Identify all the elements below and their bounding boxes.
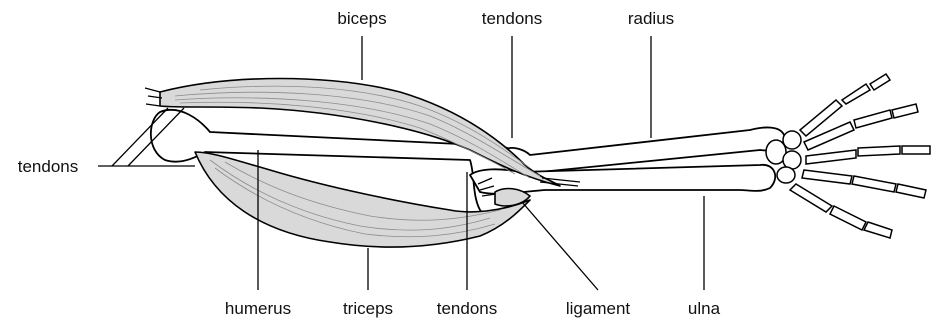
hand-bones bbox=[766, 74, 930, 238]
label-ulna: ulna bbox=[688, 299, 721, 318]
label-tendons-bottom: tendons bbox=[437, 299, 498, 318]
label-biceps: biceps bbox=[337, 9, 386, 28]
label-ligament: ligament bbox=[566, 299, 631, 318]
label-triceps: triceps bbox=[343, 299, 393, 318]
label-tendons-left: tendons bbox=[18, 157, 79, 176]
label-tendons-top: tendons bbox=[482, 9, 543, 28]
label-humerus: humerus bbox=[225, 299, 291, 318]
leader-ligament bbox=[522, 202, 598, 290]
label-radius: radius bbox=[628, 9, 674, 28]
